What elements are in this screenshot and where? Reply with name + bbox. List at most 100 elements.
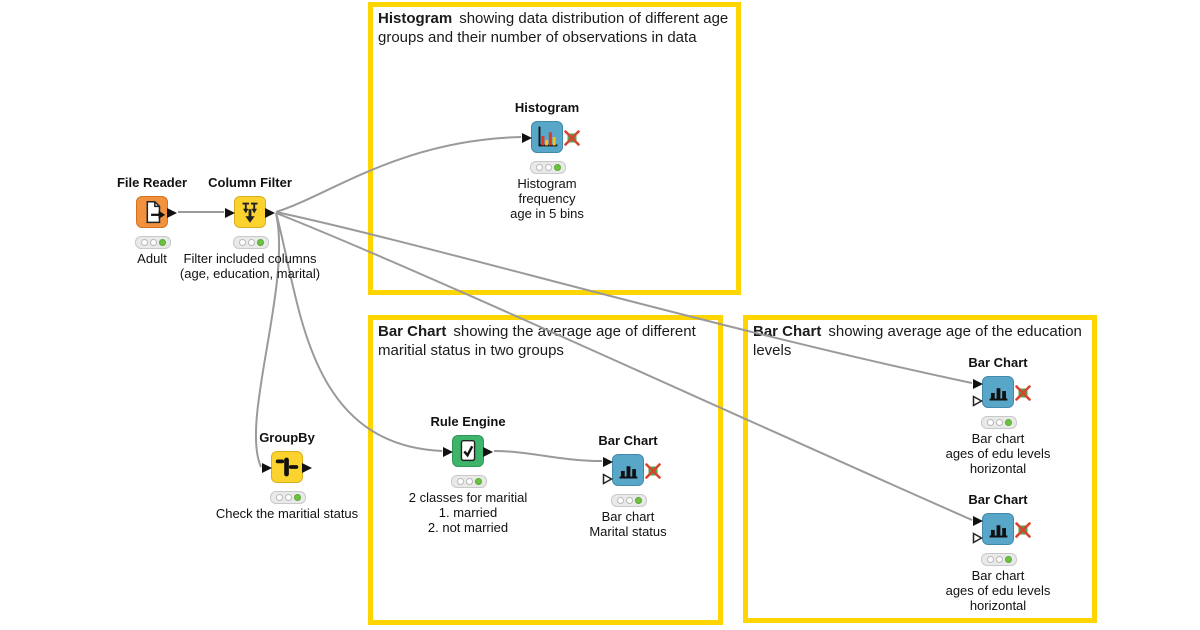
output-port[interactable] xyxy=(483,447,493,457)
hollow-triangle-icon xyxy=(972,532,984,544)
groupby-icon[interactable] xyxy=(262,451,312,483)
traffic-yellow xyxy=(625,497,633,504)
image-output-port[interactable] xyxy=(1015,522,1031,538)
input-port[interactable] xyxy=(973,516,983,526)
node-description: Histogram frequency age in 5 bins xyxy=(510,176,584,221)
output-port[interactable] xyxy=(167,208,177,218)
file-export-icon xyxy=(146,200,166,224)
node-bar-chart-edu-bottom[interactable]: Bar Chart Bar ch xyxy=(946,492,1051,613)
image-output-port[interactable] xyxy=(1015,385,1031,401)
bar-chart-icon[interactable] xyxy=(602,454,661,486)
wire-columnfilter-to-groupby[interactable] xyxy=(254,212,281,468)
node-title: Column Filter xyxy=(208,175,292,190)
traffic-green xyxy=(634,497,642,504)
bar-chart-icon[interactable] xyxy=(972,513,1031,545)
node-description: Bar chart ages of edu levels horizontal xyxy=(945,431,1051,476)
annotation-title-text: showing data distribution of different a… xyxy=(378,10,729,46)
rule-engine-icon[interactable] xyxy=(443,435,493,467)
annotation-title-text: showing average age of the education lev… xyxy=(753,323,1082,359)
histogram-icon[interactable] xyxy=(522,121,580,153)
traffic-red xyxy=(616,497,624,504)
traffic-red xyxy=(986,419,994,426)
node-title: Bar Chart xyxy=(598,433,658,448)
wire-ruleengine-to-barchart-marital[interactable] xyxy=(493,450,603,462)
traffic-light xyxy=(530,161,566,174)
annotation-title-bold: Bar Chart xyxy=(378,323,447,340)
traffic-green xyxy=(158,239,166,246)
traffic-green xyxy=(1004,556,1012,563)
bar-chart-bars-icon xyxy=(619,466,638,479)
image-output-port[interactable] xyxy=(645,463,661,479)
traffic-red xyxy=(535,164,543,171)
traffic-light xyxy=(451,475,487,488)
node-title: Rule Engine xyxy=(430,414,506,429)
traffic-yellow xyxy=(995,556,1003,563)
node-rule-engine[interactable]: Rule Engine 2 classes for maritial 1. ma… xyxy=(409,414,527,535)
traffic-yellow xyxy=(995,419,1003,426)
node-description: Bar chart ages of edu levels horizontal xyxy=(945,568,1051,613)
traffic-light xyxy=(981,416,1017,429)
output-port[interactable] xyxy=(302,463,312,473)
bar-chart-bars-icon xyxy=(989,388,1008,401)
node-title: Histogram xyxy=(514,100,580,115)
node-histogram[interactable]: Histogram Histogram frequency age in 5 b xyxy=(510,100,584,221)
column-filter-icon[interactable] xyxy=(225,196,275,228)
node-column-filter[interactable]: Column Filter Filter included columns (a… xyxy=(180,175,320,281)
annotation-title-bold: Histogram xyxy=(378,10,453,27)
hollow-triangle-icon xyxy=(972,395,984,407)
annotation-title-text: showing the average age of different mar… xyxy=(378,323,696,359)
wire-columnfilter-to-ruleengine[interactable] xyxy=(275,212,443,452)
node-description: Check the maritial status xyxy=(215,506,359,521)
flow-variable-port[interactable] xyxy=(972,531,984,544)
node-bar-chart-edu-top[interactable]: Bar Chart Bar ch xyxy=(946,355,1051,476)
node-file-reader[interactable]: File Reader Adult xyxy=(117,175,187,266)
input-port[interactable] xyxy=(522,133,532,143)
input-port[interactable] xyxy=(225,208,235,218)
bar-chart-icon[interactable] xyxy=(972,376,1031,408)
node-description: Bar chart Marital status xyxy=(589,509,667,539)
node-groupby[interactable]: GroupBy Check the maritial status xyxy=(216,430,358,521)
traffic-yellow xyxy=(465,478,473,485)
bar-chart-bars-icon xyxy=(989,525,1008,538)
traffic-red xyxy=(275,494,283,501)
node-title: File Reader xyxy=(116,175,188,190)
checklist-icon xyxy=(460,439,476,462)
traffic-green xyxy=(553,164,561,171)
flow-variable-port[interactable] xyxy=(972,394,984,407)
traffic-green xyxy=(293,494,301,501)
input-port[interactable] xyxy=(443,447,453,457)
input-port[interactable] xyxy=(973,379,983,389)
column-filter-arrows-icon xyxy=(242,202,258,223)
traffic-green xyxy=(1004,419,1012,426)
green-square-red-cross-icon xyxy=(1015,522,1031,538)
input-port[interactable] xyxy=(603,457,613,467)
group-merge-icon xyxy=(275,457,299,477)
wire-columnfilter-to-barchart-edu-bottom[interactable] xyxy=(275,212,973,521)
traffic-yellow xyxy=(284,494,292,501)
flow-variable-port[interactable] xyxy=(602,472,614,485)
wire-columnfilter-to-histogram[interactable] xyxy=(275,136,522,213)
green-square-red-cross-icon xyxy=(1015,385,1031,401)
traffic-green xyxy=(474,478,482,485)
output-port[interactable] xyxy=(265,208,275,218)
traffic-red xyxy=(140,239,148,246)
node-bar-chart-marital[interactable]: Bar Chart Bar ch xyxy=(589,433,666,539)
green-square-red-cross-icon xyxy=(645,463,661,479)
input-port[interactable] xyxy=(262,463,272,473)
wire-columnfilter-to-barchart-edu-top[interactable] xyxy=(275,211,973,384)
traffic-red xyxy=(238,239,246,246)
traffic-light xyxy=(135,236,171,249)
node-description: Filter included columns (age, education,… xyxy=(179,251,321,281)
node-description: 2 classes for maritial 1. married 2. not… xyxy=(408,490,528,535)
file-reader-icon[interactable] xyxy=(136,196,177,228)
traffic-red xyxy=(456,478,464,485)
histogram-bars-icon xyxy=(538,126,558,147)
image-output-port[interactable] xyxy=(564,130,580,146)
